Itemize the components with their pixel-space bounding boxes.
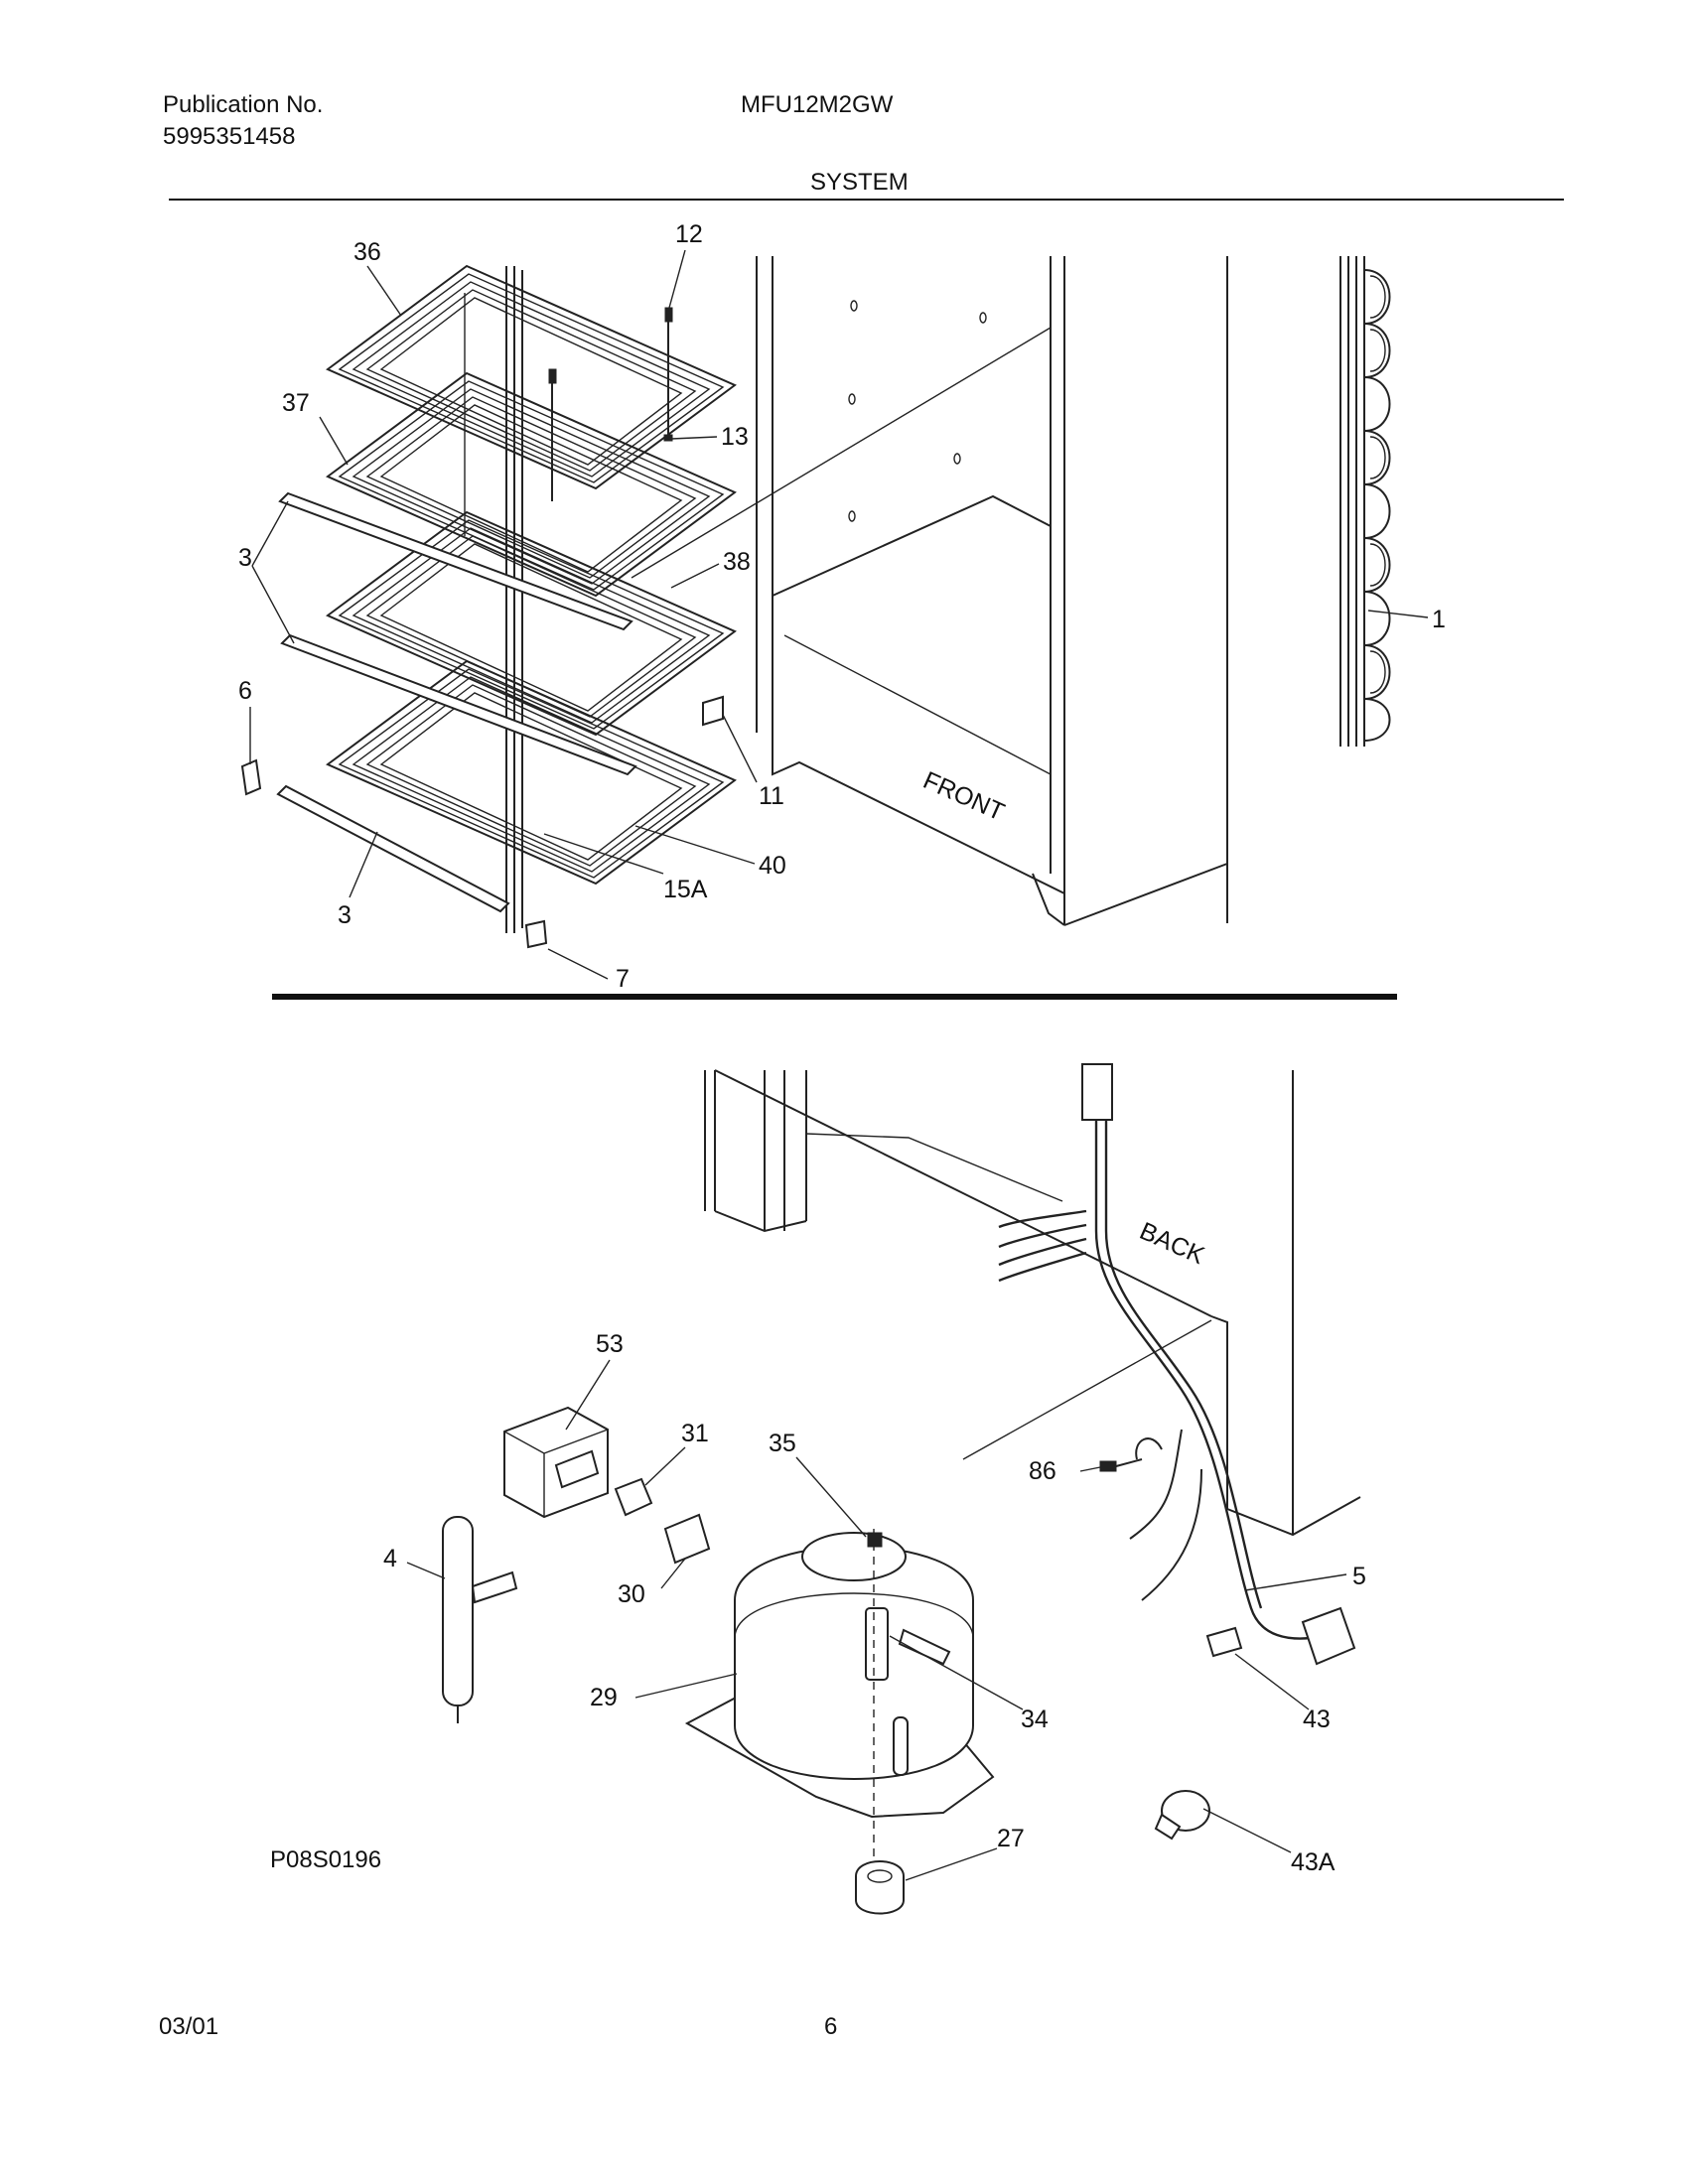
condenser-coil <box>1339 256 1391 747</box>
publication-number: 5995351458 <box>163 123 296 150</box>
model-number: MFU12M2GW <box>741 91 894 118</box>
callout-36: 36 <box>353 238 381 266</box>
upper-leader-lines <box>249 249 1429 980</box>
overload-cover-30 <box>663 1513 711 1565</box>
callout-3a: 3 <box>238 544 252 572</box>
upper-callouts: 36 12 37 13 38 3 3 6 11 40 15A 3 7 1 FRO… <box>238 220 1446 993</box>
section-divider <box>272 994 1397 1000</box>
callout-43a: 43A <box>1291 1848 1336 1876</box>
callout-29: 29 <box>590 1684 618 1711</box>
callout-53: 53 <box>596 1330 624 1358</box>
callout-15a: 15A <box>663 876 708 903</box>
grommet-27 <box>855 1860 905 1915</box>
header-rule <box>169 199 1564 201</box>
callout-11: 11 <box>759 782 784 810</box>
callout-43: 43 <box>1303 1706 1331 1733</box>
evaporator-shelf-37 <box>326 371 737 598</box>
callout-1: 1 <box>1432 606 1446 633</box>
mounting-screws <box>548 307 673 501</box>
back-label: BACK <box>1136 1217 1209 1270</box>
cabinet-liner <box>631 256 1228 926</box>
callout-7: 7 <box>616 965 630 993</box>
callout-6: 6 <box>238 677 252 705</box>
evaporator-shelf-36 <box>326 264 737 490</box>
cabinet-back <box>704 1069 1361 1537</box>
callout-37: 37 <box>282 389 310 417</box>
callout-31: 31 <box>681 1420 709 1447</box>
shelf-trim-strips <box>276 491 637 913</box>
callout-34: 34 <box>1021 1706 1049 1733</box>
front-label: FRONT <box>919 766 1009 827</box>
callout-27: 27 <box>997 1825 1025 1852</box>
callout-4: 4 <box>383 1545 397 1572</box>
page-number: 6 <box>824 2013 838 2040</box>
retainer-clips <box>240 695 724 949</box>
callout-30: 30 <box>618 1580 645 1608</box>
relay-clip-31 <box>614 1477 653 1517</box>
callout-3c: 3 <box>338 901 352 929</box>
callout-35: 35 <box>769 1430 796 1457</box>
ground-screw-86 <box>1099 1458 1143 1472</box>
section-title: SYSTEM <box>810 169 909 196</box>
compressor-29 <box>684 1529 995 1876</box>
relay-overload-53 <box>503 1406 609 1519</box>
callout-40: 40 <box>759 852 786 880</box>
callout-86: 86 <box>1029 1457 1056 1485</box>
lower-callouts: 53 31 35 86 4 30 5 29 34 43 27 43A BACK <box>383 1217 1366 1876</box>
callout-12: 12 <box>675 220 703 248</box>
evaporator-shelf-assembly <box>240 264 737 949</box>
cord-clamps <box>1154 1626 1243 1841</box>
callout-13: 13 <box>721 423 749 451</box>
footer-date: 03/01 <box>159 2013 219 2040</box>
drier-filter-4 <box>442 1516 518 1723</box>
callout-5: 5 <box>1352 1563 1366 1590</box>
callout-38: 38 <box>723 548 751 576</box>
figure-code: P08S0196 <box>270 1846 382 1873</box>
lower-leader-lines <box>406 1359 1347 1881</box>
power-cord-and-harness <box>998 1063 1356 1666</box>
publication-label: Publication No. <box>163 91 324 118</box>
